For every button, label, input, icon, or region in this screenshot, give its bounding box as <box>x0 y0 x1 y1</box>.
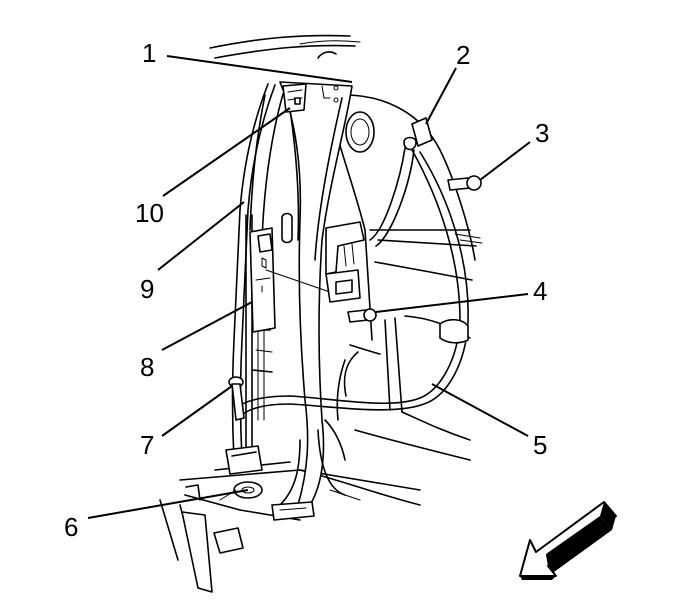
leader-3 <box>479 141 531 181</box>
callout-labels: 1 2 3 4 5 6 7 8 9 10 <box>64 38 549 542</box>
callout-6: 6 <box>64 512 78 542</box>
leader-6 <box>87 489 249 519</box>
callout-3: 3 <box>535 118 549 148</box>
anchor-bolt-middle <box>347 308 377 323</box>
callout-9: 9 <box>140 274 154 304</box>
front-pillar-and-webbing <box>231 83 284 461</box>
callout-10: 10 <box>135 198 164 228</box>
front-direction-arrow-icon <box>519 501 617 580</box>
leader-10 <box>162 107 291 197</box>
leader-7 <box>161 385 233 437</box>
anchor-bolt-upper <box>447 175 482 191</box>
callout-7: 7 <box>140 430 154 460</box>
d-ring-guide <box>345 111 433 247</box>
callout-2: 2 <box>456 40 470 70</box>
leader-8 <box>161 301 253 351</box>
retractor-assembly <box>249 227 331 333</box>
callout-8: 8 <box>140 352 154 382</box>
callout-1: 1 <box>142 38 156 68</box>
leader-5 <box>431 383 529 437</box>
callout-4: 4 <box>533 276 547 306</box>
leader-1 <box>166 55 353 83</box>
callout-5: 5 <box>533 430 547 460</box>
leader-lines <box>87 55 531 519</box>
anchor-bolt-lower <box>228 376 245 421</box>
height-adjuster <box>282 83 339 113</box>
guide-bracket <box>325 221 365 303</box>
leader-2 <box>425 67 457 125</box>
leader-4 <box>375 293 529 313</box>
seat-belt-webbing <box>235 149 469 419</box>
leader-9 <box>157 201 245 271</box>
